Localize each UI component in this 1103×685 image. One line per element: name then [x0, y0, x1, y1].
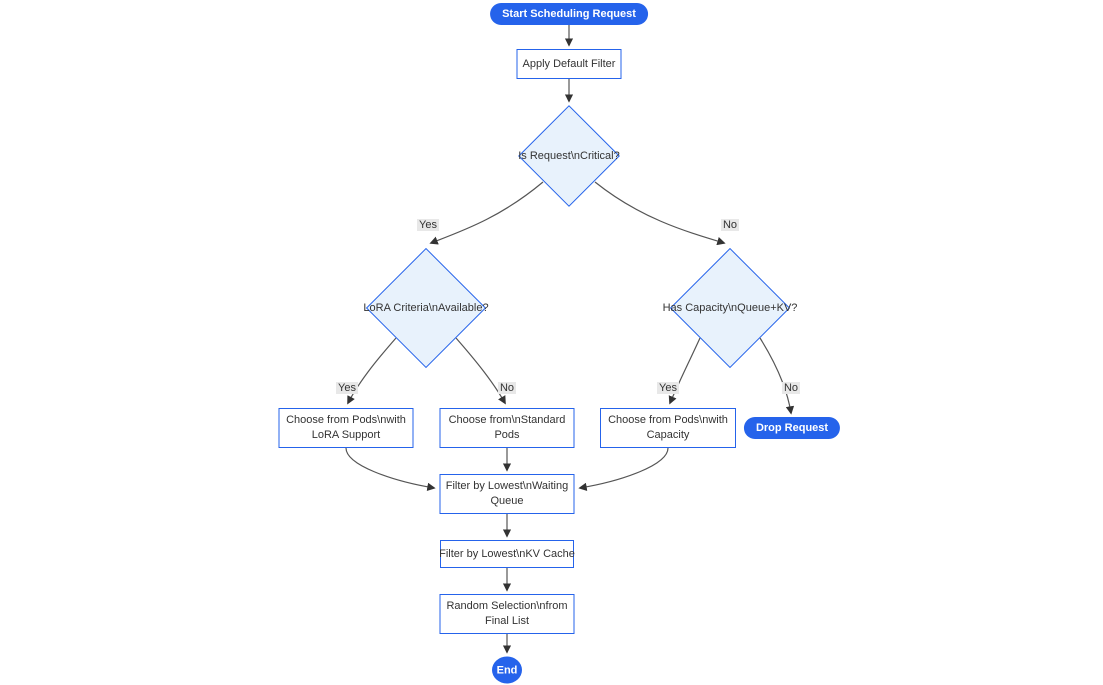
edge-lorabox-to-filterqueue: [345, 447, 436, 492]
node-end: End: [492, 656, 522, 684]
node-choose-pods-capacity-line1: Choose from Pods\nwith: [608, 414, 728, 426]
node-start-label: Start Scheduling Request: [502, 8, 636, 20]
node-apply-default-filter-label: Apply Default Filter: [522, 57, 616, 70]
node-choose-pods-capacity: Choose from Pods\nwith Capacity: [600, 408, 736, 448]
node-start: Start Scheduling Request: [490, 3, 648, 25]
node-apply-default-filter: Apply Default Filter: [516, 49, 622, 79]
node-choose-standard-pods: Choose from\nStandard Pods: [439, 408, 575, 448]
edge-label-capacity-yes: Yes: [657, 382, 679, 394]
node-random-selection: Random Selection\nfrom Final List: [439, 594, 575, 634]
node-end-label: End: [496, 664, 518, 676]
node-choose-pods-lora-line2: LoRA Support: [311, 429, 381, 441]
node-filter-kv-cache: Filter by Lowest\nKV Cache: [439, 540, 575, 568]
edge-capacitybox-to-filterqueue: [578, 447, 669, 492]
edge-label-critical-no: No: [720, 219, 740, 231]
node-filter-waiting-queue-line1: Filter by Lowest\nWaiting: [445, 480, 569, 492]
node-random-selection-line1: Random Selection\nfrom: [446, 600, 568, 612]
node-filter-waiting-queue: Filter by Lowest\nWaiting Queue: [439, 474, 575, 514]
node-choose-pods-lora-line1: Choose from Pods\nwith: [286, 414, 406, 426]
edge-capacity-no: [759, 337, 795, 415]
edge-critical-no: [594, 181, 726, 246]
node-has-capacity-queue-kv-label: Has Capacity\nQueue+KV?: [662, 302, 798, 314]
node-choose-standard-pods-line2: Pods: [494, 429, 520, 441]
edge-label-critical-yes: Yes: [417, 219, 439, 231]
edge-critical-yes: [429, 181, 544, 245]
edge-label-lora-no: No: [497, 382, 517, 394]
node-is-request-critical-label: Is Request\nCritical?: [518, 150, 620, 162]
node-filter-waiting-queue-line2: Queue: [490, 495, 524, 507]
node-filter-kv-cache-label: Filter by Lowest\nKV Cache: [439, 547, 575, 560]
edge-label-lora-yes: Yes: [336, 382, 358, 394]
node-random-selection-line2: Final List: [484, 615, 530, 627]
node-choose-pods-lora: Choose from Pods\nwith LoRA Support: [278, 408, 414, 448]
node-choose-pods-capacity-line2: Capacity: [646, 429, 690, 441]
edge-label-capacity-no: No: [781, 382, 801, 394]
node-lora-criteria-available-label: LoRA Criteria\nAvailable?: [363, 302, 489, 314]
node-drop-request-label: Drop Request: [755, 422, 829, 434]
node-drop-request: Drop Request: [743, 417, 841, 439]
node-choose-standard-pods-line1: Choose from\nStandard: [448, 414, 566, 426]
